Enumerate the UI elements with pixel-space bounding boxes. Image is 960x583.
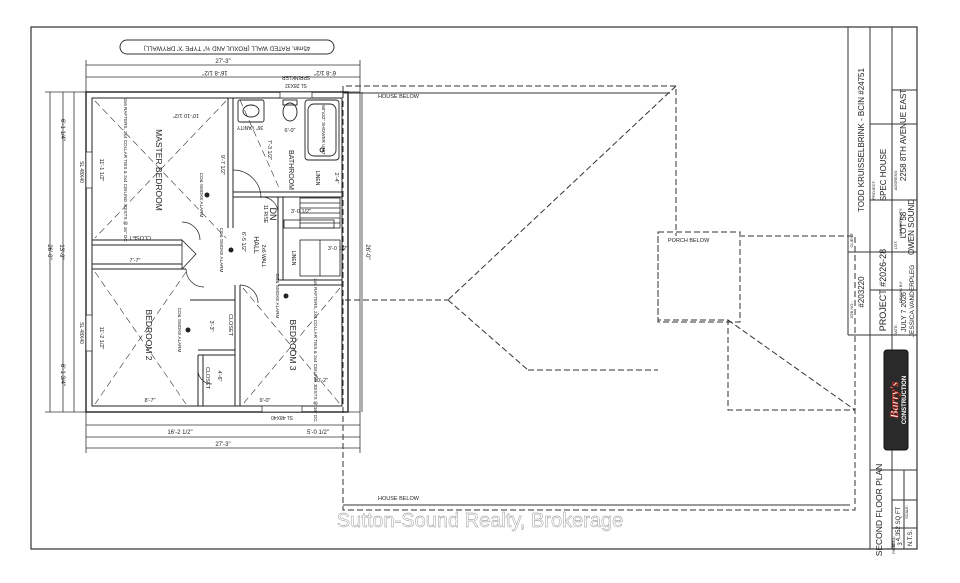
- wall-note-text: 45min. RATED WALL (ROXUL AND ⅝" TYPE 'X'…: [144, 44, 311, 51]
- dim-top-left: 16'-8 1/2": [202, 69, 227, 75]
- tb-scale: N.T.S.: [908, 530, 914, 547]
- rd-master-w: 10'-10 1/2": [173, 112, 199, 118]
- dim-left-mid: 13'-9": [58, 244, 64, 259]
- dim-bottom-outer: 27'-3": [215, 442, 230, 448]
- rd-c1: 3'-3": [208, 321, 214, 332]
- rd-stair-w: 3'-0 1/2": [291, 209, 311, 215]
- rd-bath-w: 7'-3 1/2": [266, 140, 272, 160]
- tb-project: SPEC HOUSE: [879, 149, 888, 201]
- dim-bottom-left: 16'-2 1/2": [167, 430, 192, 436]
- label-sl-top: SL 28X32: [285, 82, 307, 88]
- tb-job-label: JOB NO.:: [849, 301, 854, 318]
- label-2x6-wall: 2x6 WALL: [260, 245, 266, 268]
- note-alarm-2: CO& SMOKE ALARM: [219, 228, 224, 273]
- rd-bath-d: 6'-0": [285, 128, 296, 134]
- house-below-bottom-label: HOUSE BELOW: [378, 496, 420, 502]
- rd-master-h: 11'-1 1/2": [98, 159, 104, 182]
- rd-hall-w: 6'-5 1/2": [240, 232, 246, 252]
- note-alarm-3: CO& SMOKE ALARM: [177, 308, 182, 353]
- rd-c2: 4'-6": [216, 371, 222, 382]
- tb-address-label: ADDRESS:: [893, 170, 898, 190]
- note-bed3-rafters: 2x6 RAFTERS, 2x4 COLLAR TIES & 2x4 CEILI…: [313, 278, 318, 422]
- bathroom-fixtures: [237, 99, 340, 161]
- tb-municipality: OWEN SOUND: [907, 199, 916, 255]
- house-below-top-label: HOUSE BELOW: [378, 94, 420, 100]
- note-alarm-4: CO& SMOKE ALARM: [275, 274, 280, 319]
- title-block: [847, 27, 917, 549]
- tb-project-no: PROJECT #2026-28: [878, 249, 888, 331]
- room-bedroom-3: BEDROOM 3: [288, 319, 298, 370]
- rd-c3: 2'-4": [333, 173, 339, 184]
- dim-right-outer: 26'-0": [364, 244, 370, 259]
- label-rise: 11 RISE: [262, 205, 268, 224]
- label-dn: DN: [268, 208, 278, 221]
- tb-lot: LOT 58: [899, 211, 908, 238]
- room-bedroom-2: BEDROOM 2: [144, 309, 154, 360]
- dim-left-bottom: 6'-1 3/4": [59, 364, 65, 386]
- tb-area: 4,352 SQ FT: [896, 506, 902, 541]
- tb-page: 3: [898, 542, 904, 546]
- tb-client-label: CLIENT:: [849, 233, 854, 248]
- tb-address: 2258 8TH AVENUE EAST: [899, 89, 908, 181]
- tb-client: TODD KRUISSELBRINK - BCIN #24751: [857, 68, 866, 212]
- closet-arrow: [181, 239, 197, 271]
- rd-closet-w: 7'-7": [130, 258, 141, 264]
- label-sl-bottom: SL 48X40: [271, 414, 293, 420]
- room-closet-3: CLOSET: [204, 367, 210, 390]
- tb-job: #203220: [857, 276, 866, 308]
- rd-bed3-w: 10'-2": [314, 378, 328, 384]
- note-alarm-1: CO& SMOKE ALARM: [199, 173, 204, 218]
- company-logo: Barry's CONSTRUCTION: [883, 349, 909, 451]
- tb-lot-label: LOT:: [893, 241, 898, 249]
- alarm-markers: [185, 192, 289, 333]
- windows: [85, 91, 313, 413]
- rd-master-side: 9'-7 1/2": [219, 155, 225, 175]
- rd-bed2-h: 11'-2 1/2": [98, 327, 104, 350]
- rated-wall-note: 45min. RATED WALL (ROXUL AND ⅝" TYPE 'X'…: [119, 39, 335, 55]
- dim-left-top: 6'-1 1/4": [59, 119, 65, 141]
- label-shower: 60"x32" SHOWER UNIT: [321, 105, 326, 155]
- porch-below-label: PORCH BELOW: [668, 238, 710, 244]
- room-hall: HALL: [252, 236, 259, 254]
- interior-walls: [92, 98, 342, 406]
- tb-area-label: AREA:: [892, 536, 896, 547]
- room-linen-2: LINEN: [290, 251, 296, 266]
- label-sl-left-1: SL 48X40: [78, 161, 84, 183]
- dim-top-right: 6'-8 1/2": [314, 69, 336, 75]
- tb-date: JULY 7 2026: [901, 292, 908, 332]
- logo-construction-text: CONSTRUCTION: [902, 376, 908, 424]
- dim-bottom-right: 5'-0 1/2": [307, 430, 329, 436]
- room-closet-1: CLOSET: [128, 234, 151, 240]
- room-bathroom: BATHROOM: [287, 150, 294, 190]
- logo-barrys-text: Barry's: [887, 381, 901, 419]
- tb-project-label: PROJECT:: [871, 180, 876, 199]
- dim-top-outer: 27'-3": [215, 59, 230, 65]
- label-vanity: 36" VANITY: [236, 124, 263, 130]
- tb-page-label: PAGE:: [892, 542, 896, 553]
- rd-c4: 9'-0": [260, 398, 271, 404]
- staircase: [299, 197, 341, 277]
- room-closet-2: CLOSET: [227, 314, 233, 337]
- tb-municipality-label: MUNICIPALITY:: [898, 208, 903, 237]
- dim-left-outer: 26'-0": [46, 244, 52, 259]
- label-sl-left-2: SL 48X40: [78, 322, 84, 344]
- ceiling-diagonals: [94, 99, 341, 405]
- sheet-border: [30, 26, 918, 550]
- label-sprinkler: SPRINKLER: [281, 74, 310, 80]
- tb-drawn-by: JESSICA VANDERPLEG: [909, 265, 916, 338]
- rd-bed2-w: 8'-7": [145, 398, 156, 404]
- tb-sheet-title: SECOND FLOOR PLAN: [874, 464, 884, 557]
- tb-scale-label: SCALE:: [905, 505, 909, 519]
- note-master-rafters: 2x6 RAFTERS, 2x4 COLLAR TIES & 2x4 CEILI…: [123, 98, 128, 242]
- exterior-walls: [85, 91, 349, 413]
- room-linen-1: LINEN: [314, 171, 320, 186]
- door-swings: [181, 169, 279, 385]
- tb-drawn-label: DRAWN BY:: [898, 281, 903, 303]
- room-master-bedroom: MASTER BEDROOM: [154, 129, 164, 211]
- roof-below-outline: [342, 85, 856, 511]
- tb-date-label: DATE:: [893, 324, 898, 335]
- watermark: Sutton-Sound Realty, Brokerage: [337, 510, 623, 532]
- rd-stair-w2: 3'-0 1/2": [328, 246, 348, 252]
